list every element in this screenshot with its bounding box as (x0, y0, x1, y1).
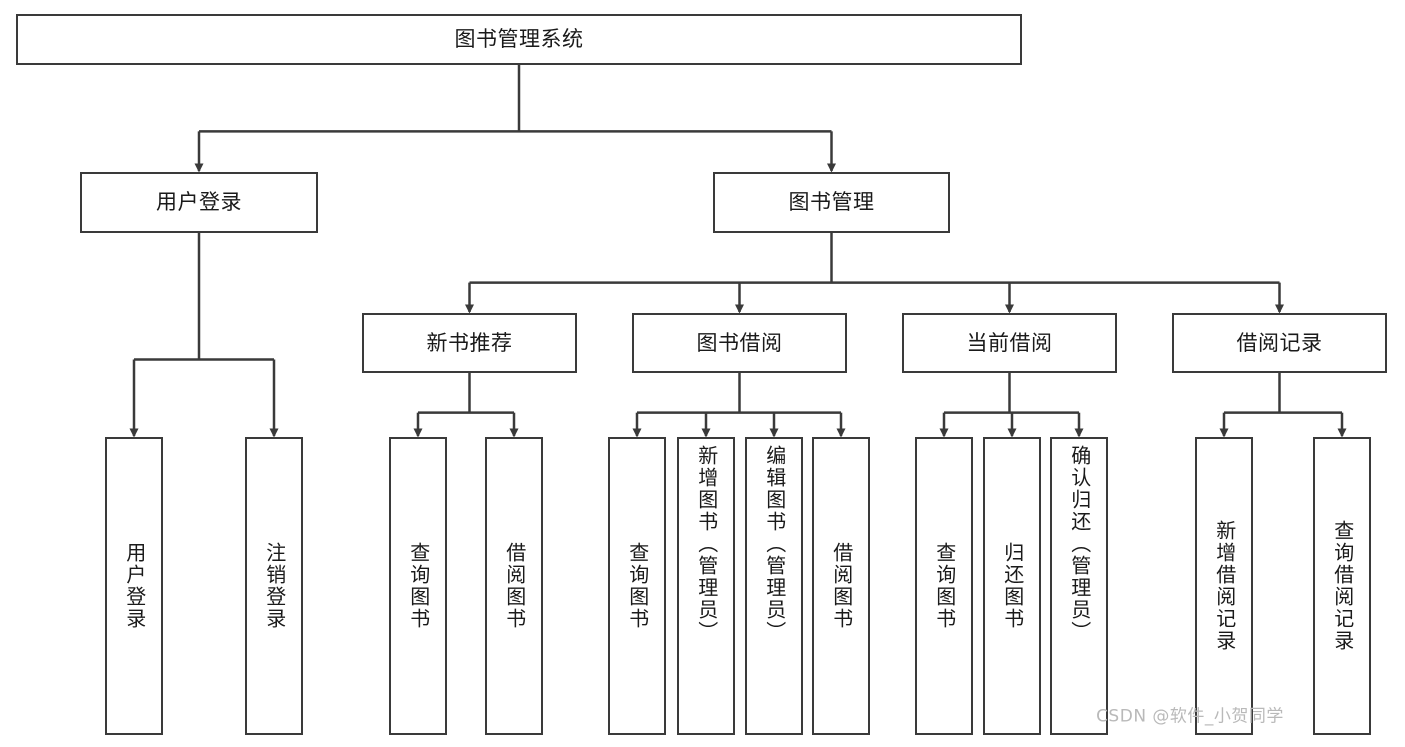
node-label-leaf-query-book-1: 查询图书 (406, 542, 431, 630)
node-leaf-borrow-book-2[interactable]: 借阅图书 (812, 437, 870, 735)
node-current-borrow[interactable]: 当前借阅 (902, 313, 1117, 373)
node-root[interactable]: 图书管理系统 (16, 14, 1022, 65)
node-leaf-logout[interactable]: 注销登录 (245, 437, 303, 735)
node-label-leaf-confirm-return: 确认归还（管理员） (1067, 445, 1092, 643)
node-leaf-add-borrow-record[interactable]: 新增借阅记录 (1195, 437, 1253, 735)
node-label-leaf-add-book: 新增图书（管理员） (694, 445, 719, 643)
node-leaf-query-book-1[interactable]: 查询图书 (389, 437, 447, 735)
node-book-borrow[interactable]: 图书借阅 (632, 313, 847, 373)
node-label-leaf-query-book-2: 查询图书 (625, 542, 650, 630)
node-leaf-edit-book[interactable]: 编辑图书（管理员） (745, 437, 803, 735)
node-label-user-login: 用户登录 (156, 190, 242, 215)
node-label-leaf-user-login: 用户登录 (122, 542, 147, 630)
node-new-book-recommend[interactable]: 新书推荐 (362, 313, 577, 373)
node-leaf-user-login[interactable]: 用户登录 (105, 437, 163, 735)
node-label-leaf-borrow-book-2: 借阅图书 (829, 542, 854, 630)
node-leaf-query-book-2[interactable]: 查询图书 (608, 437, 666, 735)
node-book-manage[interactable]: 图书管理 (713, 172, 950, 233)
node-label-leaf-query-borrow-record: 查询借阅记录 (1330, 520, 1355, 652)
node-leaf-query-borrow-record[interactable]: 查询借阅记录 (1313, 437, 1371, 735)
node-label-leaf-edit-book: 编辑图书（管理员） (762, 445, 787, 643)
node-user-login[interactable]: 用户登录 (80, 172, 318, 233)
node-label-leaf-borrow-book-1: 借阅图书 (502, 542, 527, 630)
node-label-leaf-query-book-3: 查询图书 (932, 542, 957, 630)
node-leaf-confirm-return[interactable]: 确认归还（管理员） (1050, 437, 1108, 735)
node-label-new-book-recommend: 新书推荐 (426, 330, 513, 355)
csdn-watermark: CSDN @软件_小贺同学 (1096, 706, 1284, 727)
node-label-leaf-return-book: 归还图书 (1000, 542, 1025, 630)
node-leaf-borrow-book-1[interactable]: 借阅图书 (485, 437, 543, 735)
node-label-leaf-add-borrow-record: 新增借阅记录 (1212, 520, 1237, 652)
node-leaf-query-book-3[interactable]: 查询图书 (915, 437, 973, 735)
node-leaf-return-book[interactable]: 归还图书 (983, 437, 1041, 735)
node-label-root: 图书管理系统 (454, 27, 584, 52)
node-label-leaf-logout: 注销登录 (262, 542, 287, 630)
node-label-book-manage: 图书管理 (788, 190, 875, 215)
node-borrow-record[interactable]: 借阅记录 (1172, 313, 1387, 373)
node-label-current-borrow: 当前借阅 (966, 330, 1053, 355)
node-label-book-borrow: 图书借阅 (696, 330, 783, 355)
node-leaf-add-book[interactable]: 新增图书（管理员） (677, 437, 735, 735)
node-label-borrow-record: 借阅记录 (1236, 330, 1323, 355)
